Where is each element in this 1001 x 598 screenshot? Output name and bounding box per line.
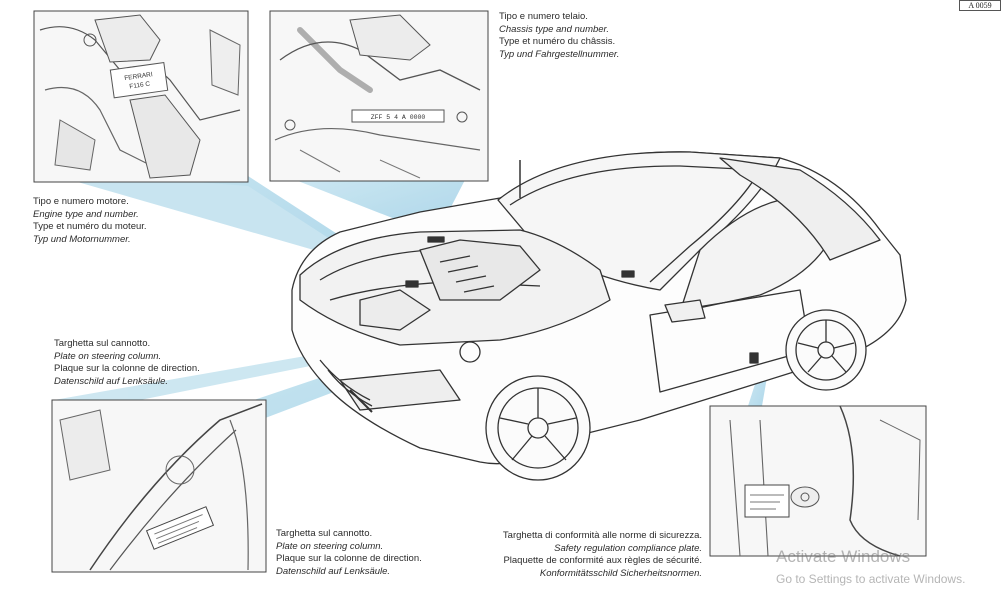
activation-watermark: Activate Windows Go to Settings to activ… (776, 547, 965, 587)
engine-caption-fr: Type et numéro du moteur. (33, 221, 147, 232)
safety-caption-it: Targhetta di conformità alle norme di si… (502, 530, 702, 541)
car-illustration (291, 151, 907, 481)
engine-caption-en: Engine type and number. (33, 208, 139, 220)
steering-left-caption-fr: Plaque sur la colonne de direction. (54, 363, 200, 374)
watermark-title: Activate Windows (776, 547, 911, 566)
steering-caption-bottom: Targhetta sul cannotto. Plate on steerin… (276, 528, 422, 578)
safety-caption-en: Safety regulation compliance plate. (554, 542, 702, 554)
safety-plate-caption: Targhetta di conformità alle norme di si… (462, 530, 702, 580)
steering-bottom-caption-it: Targhetta sul cannotto. (276, 528, 373, 539)
engine-plate-inset: FERRARI F116 C (33, 10, 249, 183)
chassis-plate-inset: ZFF 5 4 A 0000 (269, 10, 489, 182)
steering-bottom-caption-fr: Plaque sur la colonne de direction. (276, 553, 422, 564)
steering-bottom-caption-de: Datenschild auf Lenksäule. (276, 565, 391, 577)
steering-plate-inset (51, 399, 267, 573)
steering-bottom-caption-en: Plate on steering column. (276, 540, 384, 552)
safety-caption-de: Konformitätsschild Sicherheitsnormen. (539, 567, 702, 579)
steering-left-caption-de: Datenschild auf Lenksäule. (54, 375, 169, 387)
watermark-subtitle: Go to Settings to activate Windows. (776, 572, 966, 586)
chassis-caption-de: Typ und Fahrgestellnummer. (499, 48, 620, 60)
steering-caption-left: Targhetta sul cannotto. Plate on steerin… (54, 338, 200, 388)
steering-left-caption-en: Plate on steering column. (54, 350, 162, 362)
steering-left-caption-it: Targhetta sul cannotto. (54, 338, 151, 349)
safety-caption-fr: Plaquette de conformité aux règles de sé… (503, 555, 702, 566)
engine-plate-label-2: F116 C (129, 81, 151, 91)
chassis-caption: Tipo e numero telaio. Chassis type and n… (499, 11, 619, 61)
engine-caption-de: Typ und Motornummer. (33, 233, 131, 245)
chassis-caption-en: Chassis type and number. (499, 23, 610, 35)
engine-caption-it: Tipo e numero motore. (33, 196, 129, 207)
chassis-caption-it: Tipo e numero telaio. (499, 11, 588, 22)
engine-plate-label-1: FERRARI (124, 71, 153, 82)
engine-caption: Tipo e numero motore. Engine type and nu… (33, 196, 147, 246)
safety-plate-inset (709, 405, 927, 557)
chassis-caption-fr: Type et numéro du châssis. (499, 36, 616, 47)
chassis-plate-label: ZFF 5 4 A 0000 (371, 114, 426, 121)
